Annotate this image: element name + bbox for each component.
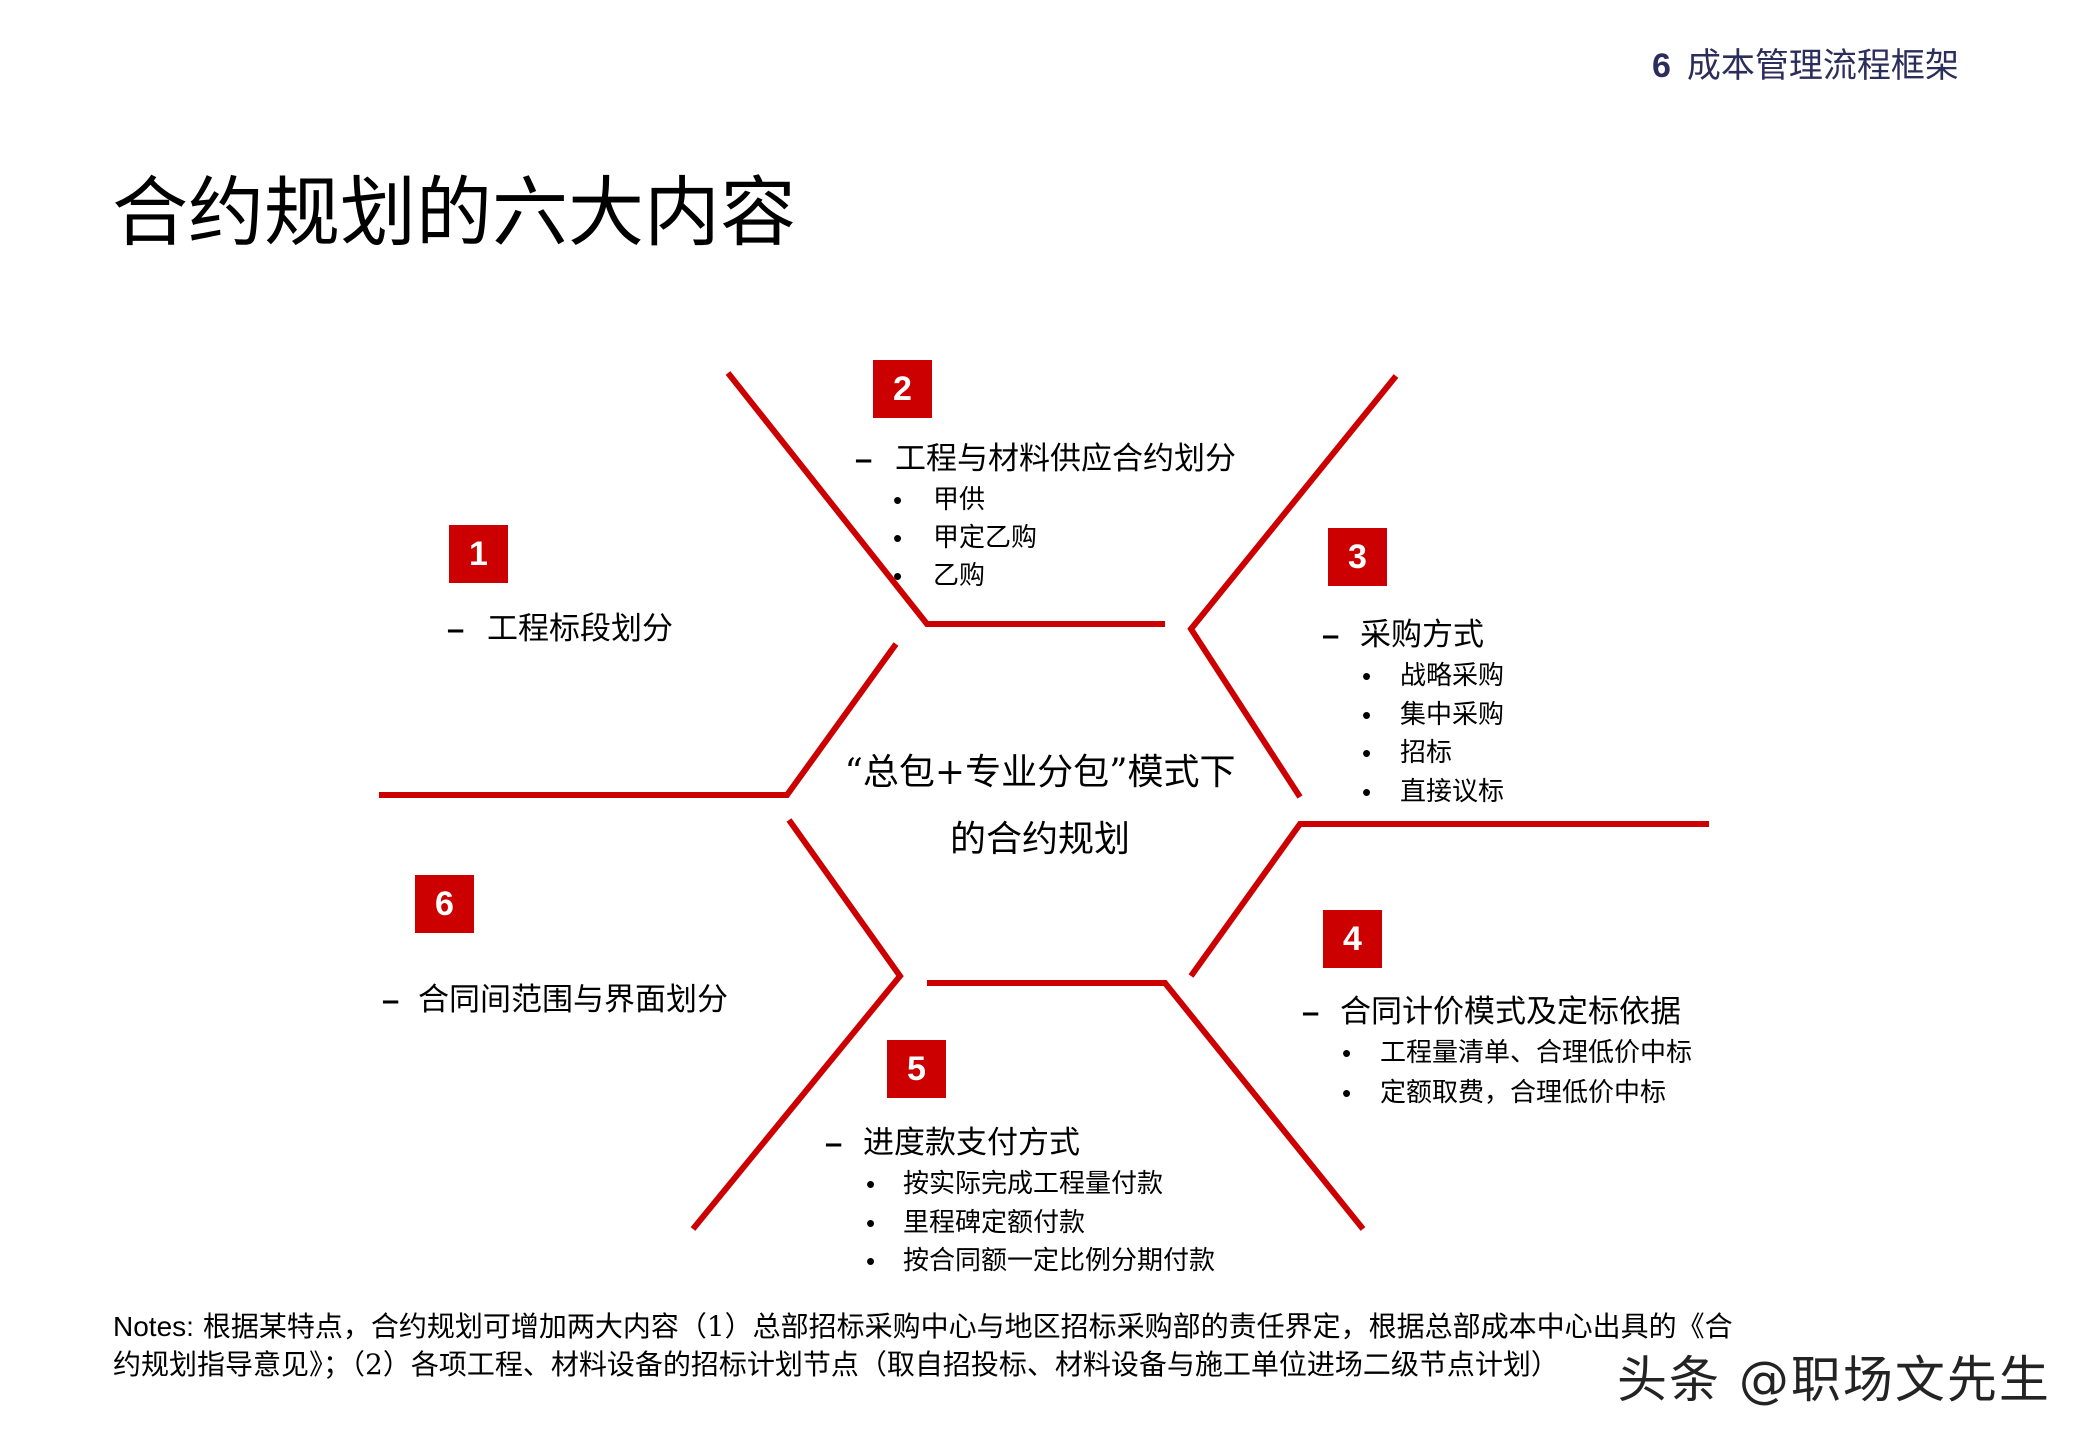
section-title: 成本管理流程框架 [1686, 46, 1959, 86]
section-5-item: • 按合同额一定比例分期付款 [866, 1243, 1215, 1279]
center-title-line2: 的合约规划 [949, 819, 1130, 860]
bullet-icon: • [893, 523, 903, 553]
section-4-heading: – 合同计价模式及定标依据 [1302, 992, 1681, 1032]
section-3-item: • 集中采购 [1362, 697, 1504, 733]
line-left [379, 642, 899, 798]
bullet-icon: • [1362, 738, 1372, 768]
section-4-item: • 定额取费，合理低价中标 [1342, 1075, 1666, 1111]
center-title-line1: “总包+专业分包”模式下 [844, 752, 1236, 793]
section-5-heading: – 进度款支付方式 [825, 1123, 1080, 1163]
item-text: 招标 [1400, 738, 1453, 768]
watermark: 头条 @职场文先生 [1617, 1351, 2051, 1409]
item-text: 按合同额一定比例分期付款 [903, 1246, 1216, 1276]
bullet-icon: • [1342, 1038, 1352, 1068]
section-3-heading-text: 采购方式 [1360, 617, 1484, 653]
bullet-icon: • [1362, 777, 1372, 807]
section-3-badge: 3 [1328, 528, 1387, 586]
item-text: 定额取费，合理低价中标 [1380, 1078, 1667, 1108]
section-3-item: • 战略采购 [1362, 658, 1504, 694]
item-text: 按实际完成工程量付款 [903, 1169, 1164, 1199]
section-5-badge: 5 [887, 1040, 946, 1098]
dash-icon: – [855, 441, 873, 476]
section-number: 6 [1652, 47, 1671, 85]
bullet-icon: • [866, 1169, 876, 1199]
section-6-heading: – 合同间范围与界面划分 [382, 980, 728, 1020]
item-text: 甲供 [933, 485, 986, 515]
line-top-right [1187, 374, 1399, 799]
item-text: 甲定乙购 [933, 523, 1038, 553]
line-bottom-left [690, 818, 904, 1231]
line-top-left [725, 371, 1165, 627]
section-3-item: • 招标 [1362, 735, 1452, 771]
section-1-badge: 1 [449, 525, 508, 583]
line-bottom-right [927, 980, 1366, 1231]
section-3-heading: – 采购方式 [1322, 615, 1484, 655]
dash-icon: – [825, 1125, 843, 1160]
item-text: 集中采购 [1400, 700, 1505, 730]
section-5-heading-text: 进度款支付方式 [863, 1125, 1080, 1161]
section-header: 6 成本管理流程框架 [1652, 44, 1959, 88]
section-3-item: • 直接议标 [1362, 774, 1504, 810]
item-text: 直接议标 [1400, 777, 1505, 807]
bullet-icon: • [866, 1208, 876, 1238]
section-2-heading: – 工程与材料供应合约划分 [855, 439, 1236, 479]
notes-text-1: 根据某特点，合约规划可增加两大内容（1）总部招标采购中心与地区招标采购部的责任界… [193, 1310, 1733, 1343]
bullet-icon: • [866, 1246, 876, 1276]
dash-icon: – [447, 611, 465, 646]
section-2-heading-text: 工程与材料供应合约划分 [895, 441, 1236, 477]
dash-icon: – [1302, 994, 1320, 1029]
section-2-item: • 甲供 [893, 482, 985, 518]
section-4-heading-text: 合同计价模式及定标依据 [1340, 994, 1681, 1030]
section-2-item: • 甲定乙购 [893, 520, 1037, 556]
dash-icon: – [1322, 617, 1340, 652]
section-4-badge: 4 [1323, 910, 1382, 968]
dash-icon: – [382, 982, 400, 1017]
section-1-heading-text: 工程标段划分 [487, 611, 673, 647]
bullet-icon: • [1362, 700, 1372, 730]
bullet-icon: • [893, 561, 903, 591]
item-text: 工程量清单、合理低价中标 [1380, 1038, 1693, 1068]
item-text: 乙购 [933, 561, 986, 591]
bullet-icon: • [1342, 1078, 1352, 1108]
notes-line-2: 约规划指导意见》；（2）各项工程、材料设备的招标计划节点（取自招投标、材料设备与… [113, 1348, 1559, 1381]
section-4-item: • 工程量清单、合理低价中标 [1342, 1035, 1692, 1071]
section-5-item: • 按实际完成工程量付款 [866, 1166, 1163, 1202]
section-1-heading: – 工程标段划分 [447, 609, 673, 649]
notes-label: Notes: [113, 1311, 194, 1342]
section-6-heading-text: 合同间范围与界面划分 [418, 982, 728, 1018]
line-right [1188, 821, 1709, 978]
notes-line-1: Notes: 根据某特点，合约规划可增加两大内容（1）总部招标采购中心与地区招标… [113, 1308, 1733, 1346]
bullet-icon: • [893, 485, 903, 515]
bullet-icon: • [1362, 661, 1372, 691]
item-text: 战略采购 [1400, 661, 1505, 691]
section-6-badge: 6 [415, 875, 474, 933]
section-5-item: • 里程碑定额付款 [866, 1205, 1085, 1241]
item-text: 里程碑定额付款 [903, 1208, 1086, 1238]
section-2-item: • 乙购 [893, 558, 985, 594]
page-title: 合约规划的六大内容 [112, 168, 796, 257]
section-2-badge: 2 [873, 360, 932, 418]
